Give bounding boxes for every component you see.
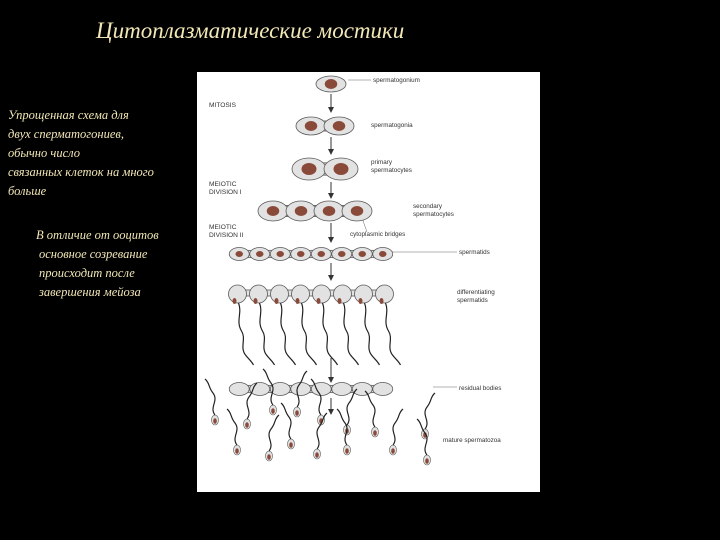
nucleus — [391, 448, 395, 454]
nucleus — [297, 251, 305, 257]
differentiating-spermatid — [250, 285, 268, 303]
nucleus — [256, 251, 264, 257]
nucleus — [254, 298, 258, 304]
nucleus — [271, 408, 275, 414]
stage-label-meiosis-2: MEIOTIC — [209, 224, 237, 231]
slide-title: Цитоплазматические мостики — [96, 18, 516, 44]
nucleus — [213, 418, 217, 424]
nucleus — [235, 448, 239, 454]
residual-body — [291, 383, 311, 396]
flagellum — [302, 303, 317, 365]
nucleus — [295, 410, 299, 416]
simplified-scheme-note: Упрощенная схема для двух сперматогониев… — [8, 106, 198, 201]
nucleus — [233, 298, 237, 304]
nucleus — [333, 121, 346, 131]
residual-body — [229, 383, 249, 396]
label-secondary-spermatocytes: secondary — [413, 203, 443, 210]
flagellum — [393, 409, 403, 445]
label-differentiating-spermatids: spermatids — [457, 297, 488, 304]
nucleus — [325, 79, 338, 89]
differentiating-spermatid — [313, 285, 331, 303]
oocyte-comparison-note: В отличие от ооцитов основное созревание… — [36, 226, 206, 302]
diagram-canvas: MITOSIS MEIOTIC DIVISION I MEIOTIC DIVIS… — [197, 72, 540, 492]
note-line: двух сперматогониев, — [8, 125, 198, 144]
note-line: основное созревание — [36, 245, 206, 264]
nucleus — [295, 206, 308, 216]
nucleus — [296, 298, 300, 304]
flagellum — [347, 389, 357, 425]
flagellum — [281, 403, 291, 439]
stage-label-meiosis-1: MEIOTIC — [209, 181, 237, 188]
nucleus — [380, 298, 384, 304]
note-line: происходит после — [36, 264, 206, 283]
nucleus — [425, 458, 429, 464]
note-line: В отличие от ооцитов — [36, 226, 206, 245]
nucleus — [359, 251, 367, 257]
nucleus — [373, 430, 377, 436]
stage-label-meiosis-2: DIVISION II — [209, 232, 244, 239]
nucleus — [289, 442, 293, 448]
residual-body — [373, 383, 393, 396]
flagellum — [269, 415, 279, 451]
flagellum — [227, 409, 237, 445]
residual-body — [332, 383, 352, 396]
note-line: больше — [8, 182, 198, 201]
nucleus — [359, 298, 363, 304]
stage-label-meiosis-1: DIVISION I — [209, 189, 242, 196]
flagellum — [281, 303, 296, 365]
nucleus — [317, 298, 321, 304]
nucleus — [338, 251, 346, 257]
nucleus — [345, 448, 349, 454]
flagellum — [365, 391, 375, 427]
label-cytoplasmic-bridges: cytoplasmic bridges — [350, 231, 405, 238]
note-line: обычно число — [8, 144, 198, 163]
nucleus — [277, 251, 285, 257]
label-spermatogonia: spermatogonia — [371, 122, 413, 129]
flagellum — [365, 303, 380, 365]
nucleus — [323, 206, 336, 216]
flagellum — [386, 303, 401, 365]
nucleus — [379, 251, 387, 257]
nucleus — [267, 454, 271, 460]
label-secondary-spermatocytes: spermatocytes — [413, 211, 454, 218]
diagram-graphics — [205, 76, 435, 465]
residual-body — [352, 383, 372, 396]
differentiating-spermatid — [334, 285, 352, 303]
flagellum — [344, 303, 359, 365]
stage-label-mitosis: MITOSIS — [209, 102, 237, 109]
nucleus — [245, 422, 249, 428]
nucleus — [305, 121, 318, 131]
flagellum — [239, 303, 254, 365]
differentiating-spermatid — [376, 285, 394, 303]
label-spermatogonium: spermatogonium — [373, 77, 420, 84]
label-residual-bodies: residual bodies — [459, 385, 501, 392]
label-mature-spermatozoa: mature spermatozoa — [443, 437, 501, 444]
nucleus — [275, 298, 279, 304]
differentiating-spermatid — [292, 285, 310, 303]
nucleus — [302, 163, 317, 175]
note-line: завершения мейоза — [36, 283, 206, 302]
nucleus — [267, 206, 280, 216]
nucleus — [236, 251, 244, 257]
flagellum — [425, 393, 435, 429]
nucleus — [334, 163, 349, 175]
label-primary-spermatocytes: spermatocytes — [371, 167, 412, 174]
differentiating-spermatid — [271, 285, 289, 303]
spermatogenesis-diagram: MITOSIS MEIOTIC DIVISION I MEIOTIC DIVIS… — [197, 72, 540, 492]
label-primary-spermatocytes: primary — [371, 159, 393, 166]
nucleus — [351, 206, 364, 216]
flagellum — [260, 303, 275, 365]
nucleus — [315, 452, 319, 458]
differentiating-spermatid — [229, 285, 247, 303]
label-differentiating-spermatids: differentiating — [457, 289, 495, 296]
flagellum — [323, 303, 338, 365]
nucleus — [338, 298, 342, 304]
note-line: Упрощенная схема для — [8, 106, 198, 125]
flagellum — [205, 379, 215, 415]
differentiating-spermatid — [355, 285, 373, 303]
nucleus — [318, 251, 326, 257]
note-line: связанных клеток на много — [8, 163, 198, 182]
label-spermatids: spermatids — [459, 249, 490, 256]
